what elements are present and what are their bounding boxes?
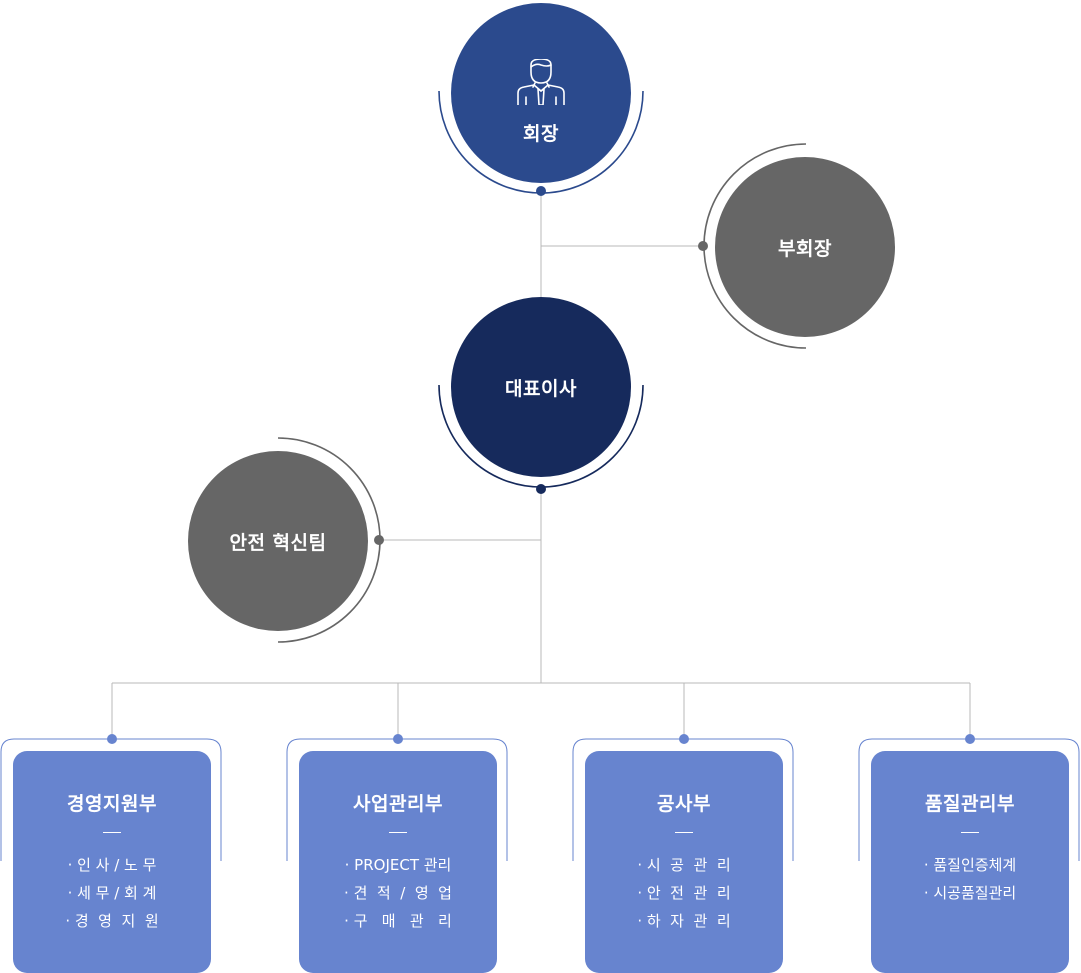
- vice-chairman-label: 부회장: [778, 237, 832, 260]
- department-title: 공사부: [657, 793, 711, 815]
- department-duty: · 시 공 관 리: [637, 856, 731, 874]
- department-card-quality-management: 품질관리부 · 품질인증체계 · 시공품질관리: [871, 751, 1069, 973]
- department-duty: · 품질인증체계: [923, 856, 1017, 874]
- department-card-construction: 공사부 · 시 공 관 리 · 안 전 관 리 · 하 자 관 리: [585, 751, 783, 973]
- title-divider: [961, 832, 979, 833]
- ceo-label: 대표이사: [505, 377, 577, 400]
- department-duty: · 구 매 관 리: [344, 912, 452, 930]
- dept2-dot: [393, 734, 403, 744]
- safety-team-label: 안전 혁신팀: [229, 531, 327, 554]
- chairman-node: 회장: [451, 3, 631, 183]
- department-card-management-support: 경영지원부 · 인 사 / 노 무 · 세 무 / 회 계 · 경 영 지 원: [13, 751, 211, 973]
- department-title: 경영지원부: [67, 793, 157, 815]
- department-title: 품질관리부: [925, 793, 1015, 815]
- department-card-business-management: 사업관리부 · PROJECT 관리 · 견 적 / 영 업 · 구 매 관 리: [299, 751, 497, 973]
- title-divider: [389, 832, 407, 833]
- ceo-node: 대표이사: [451, 297, 631, 477]
- vice-chairman-node: 부회장: [715, 157, 895, 337]
- chairman-dot: [536, 186, 546, 196]
- department-duty: · 경 영 지 원: [65, 912, 159, 930]
- chairman-label: 회장: [523, 122, 559, 145]
- department-duty: · 하 자 관 리: [637, 912, 731, 930]
- safety-team-node: 안전 혁신팀: [188, 451, 368, 631]
- title-divider: [675, 832, 693, 833]
- dept4-dot: [965, 734, 975, 744]
- department-duty: · 인 사 / 노 무: [67, 856, 157, 874]
- department-title: 사업관리부: [353, 793, 443, 815]
- ceo-dot: [536, 484, 546, 494]
- department-duty: · 안 전 관 리: [637, 884, 731, 902]
- businessman-icon: [517, 58, 565, 105]
- dept1-dot: [107, 734, 117, 744]
- title-divider: [103, 832, 121, 833]
- department-duty: · PROJECT 관리: [344, 856, 452, 874]
- dept3-dot: [679, 734, 689, 744]
- department-duty: · 견 적 / 영 업: [344, 884, 452, 902]
- department-duty: · 세 무 / 회 계: [67, 884, 157, 902]
- vice-chairman-dot: [698, 241, 708, 251]
- safety-team-dot: [374, 535, 384, 545]
- department-duty: · 시공품질관리: [923, 884, 1017, 902]
